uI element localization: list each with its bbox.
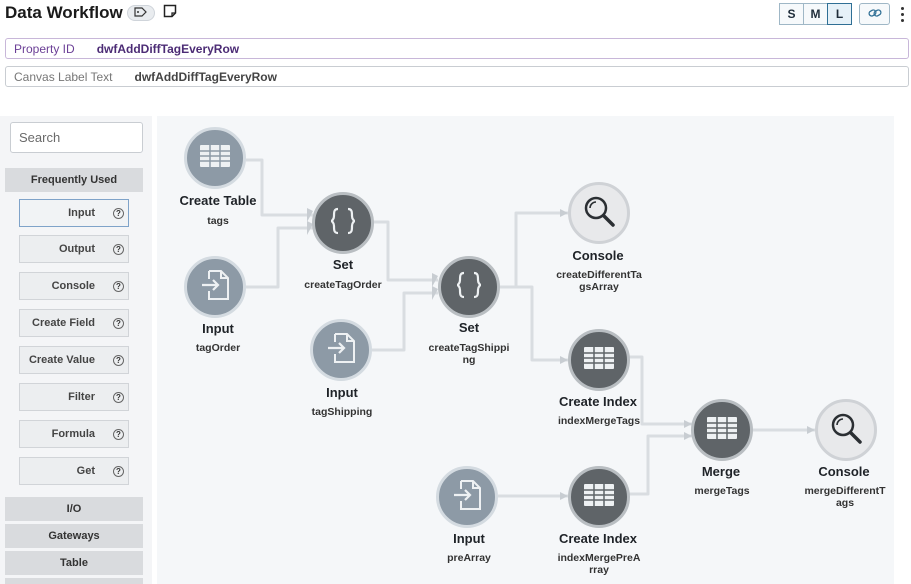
property-id-field[interactable]: Property ID dwfAddDiffTagEveryRow xyxy=(5,38,909,59)
palette-item-create-value[interactable]: Create Value ? xyxy=(19,346,129,374)
node-label: Console xyxy=(818,464,870,479)
node-label: Input xyxy=(202,321,234,336)
node-label: Set xyxy=(458,320,480,335)
canvas-label-field[interactable]: Canvas Label Text dwfAddDiffTagEveryRow xyxy=(5,66,909,87)
palette-item-output[interactable]: Output ? xyxy=(19,235,129,263)
table-icon xyxy=(583,483,615,512)
property-id-label: Property ID xyxy=(14,41,75,56)
node-sublabel: createTagShipping xyxy=(428,342,510,366)
table-icon xyxy=(706,416,738,445)
size-small-button[interactable]: S xyxy=(779,3,804,25)
section-frequently-used[interactable]: Frequently Used xyxy=(5,168,143,192)
node-sublabel: indexMergeTags xyxy=(557,415,641,427)
palette-item-input[interactable]: Input ? xyxy=(19,199,129,227)
node-sublabel: mergeDifferentTags xyxy=(804,485,886,509)
input-icon xyxy=(452,479,482,516)
node-label: Input xyxy=(453,531,485,546)
node-create-index-indexmergetags[interactable] xyxy=(568,329,630,391)
help-icon[interactable]: ? xyxy=(113,429,124,440)
note-button[interactable] xyxy=(161,4,179,22)
canvas-label-label: Canvas Label Text xyxy=(14,69,113,84)
palette-item-formula[interactable]: Formula ? xyxy=(19,420,129,448)
header-bar: Data Workflow S M L xyxy=(0,0,911,28)
link-button[interactable] xyxy=(859,3,890,25)
node-input-prearray[interactable] xyxy=(436,466,498,528)
workflow-canvas[interactable] xyxy=(157,116,894,584)
input-icon xyxy=(200,269,230,306)
palette-item-label: Create Field xyxy=(32,317,95,329)
palette-search-input[interactable] xyxy=(10,122,143,153)
size-medium-button[interactable]: M xyxy=(803,3,828,25)
table-icon xyxy=(199,144,231,173)
page-title: Data Workflow xyxy=(5,3,123,22)
palette-item-label: Console xyxy=(51,280,95,292)
node-label: Create Table xyxy=(179,193,257,208)
table-icon xyxy=(583,346,615,375)
more-options-icon[interactable] xyxy=(897,5,907,23)
node-sublabel: createDifferentTagsArray xyxy=(556,269,642,293)
node-sublabel: preArray xyxy=(447,552,491,564)
node-set-createtagshipping[interactable] xyxy=(438,256,500,318)
node-input-tagorder[interactable] xyxy=(184,256,246,318)
help-icon[interactable]: ? xyxy=(113,281,124,292)
node-sublabel: tagShipping xyxy=(311,406,373,418)
node-sublabel: indexMergePreArray xyxy=(557,552,641,576)
node-label: Set xyxy=(332,257,354,272)
size-toggle-group: S M L xyxy=(779,3,852,25)
palette-item-console[interactable]: Console ? xyxy=(19,272,129,300)
node-input-tagshipping[interactable] xyxy=(310,319,372,381)
help-icon[interactable]: ? xyxy=(113,244,124,255)
node-label: Create Index xyxy=(558,531,638,546)
node-sublabel: createTagOrder xyxy=(304,279,382,291)
help-icon[interactable]: ? xyxy=(113,355,124,366)
palette-item-get[interactable]: Get ? xyxy=(19,457,129,485)
braces-icon xyxy=(454,270,484,305)
node-sublabel: tagOrder xyxy=(195,342,241,354)
node-label: Console xyxy=(572,248,624,263)
palette-item-label: Get xyxy=(76,465,95,477)
node-console-mergedifferenttags[interactable] xyxy=(815,399,877,461)
input-icon xyxy=(326,332,356,369)
tag-icon xyxy=(134,4,148,22)
help-icon[interactable]: ? xyxy=(113,208,124,219)
node-label: Merge xyxy=(701,464,741,479)
tag-button[interactable] xyxy=(127,5,155,21)
palette-item-label: Create Value xyxy=(28,354,95,366)
size-large-button[interactable]: L xyxy=(827,3,852,25)
node-create-index-indexmergeprearray[interactable] xyxy=(568,466,630,528)
palette-item-label: Filter xyxy=(68,391,95,403)
section-io[interactable]: I/O xyxy=(5,497,143,521)
note-icon xyxy=(163,4,177,23)
node-label: Input xyxy=(326,385,358,400)
help-icon[interactable]: ? xyxy=(113,466,124,477)
section-table[interactable]: Table xyxy=(5,551,143,575)
section-next[interactable] xyxy=(5,578,143,584)
node-sublabel: tags xyxy=(207,215,229,227)
palette-item-create-field[interactable]: Create Field ? xyxy=(19,309,129,337)
node-label: Create Index xyxy=(558,394,638,409)
magnifier-icon xyxy=(829,411,863,450)
palette-item-label: Output xyxy=(58,243,95,255)
node-set-createtagorder[interactable] xyxy=(312,192,374,254)
property-id-value: dwfAddDiffTagEveryRow xyxy=(96,41,240,56)
node-sublabel: mergeTags xyxy=(694,485,750,497)
palette-item-filter[interactable]: Filter ? xyxy=(19,383,129,411)
section-gateways[interactable]: Gateways xyxy=(5,524,143,548)
link-icon xyxy=(867,5,882,23)
canvas-label-value: dwfAddDiffTagEveryRow xyxy=(134,69,277,84)
help-icon[interactable]: ? xyxy=(113,392,124,403)
node-console-createdifferenttagsarray[interactable] xyxy=(568,182,630,244)
node-create-table-tags[interactable] xyxy=(184,127,246,189)
braces-icon xyxy=(328,206,358,241)
palette-item-label: Input xyxy=(68,207,95,219)
magnifier-icon xyxy=(582,194,616,233)
help-icon[interactable]: ? xyxy=(113,318,124,329)
palette-item-label: Formula xyxy=(51,428,95,440)
node-merge-mergetags[interactable] xyxy=(691,399,753,461)
